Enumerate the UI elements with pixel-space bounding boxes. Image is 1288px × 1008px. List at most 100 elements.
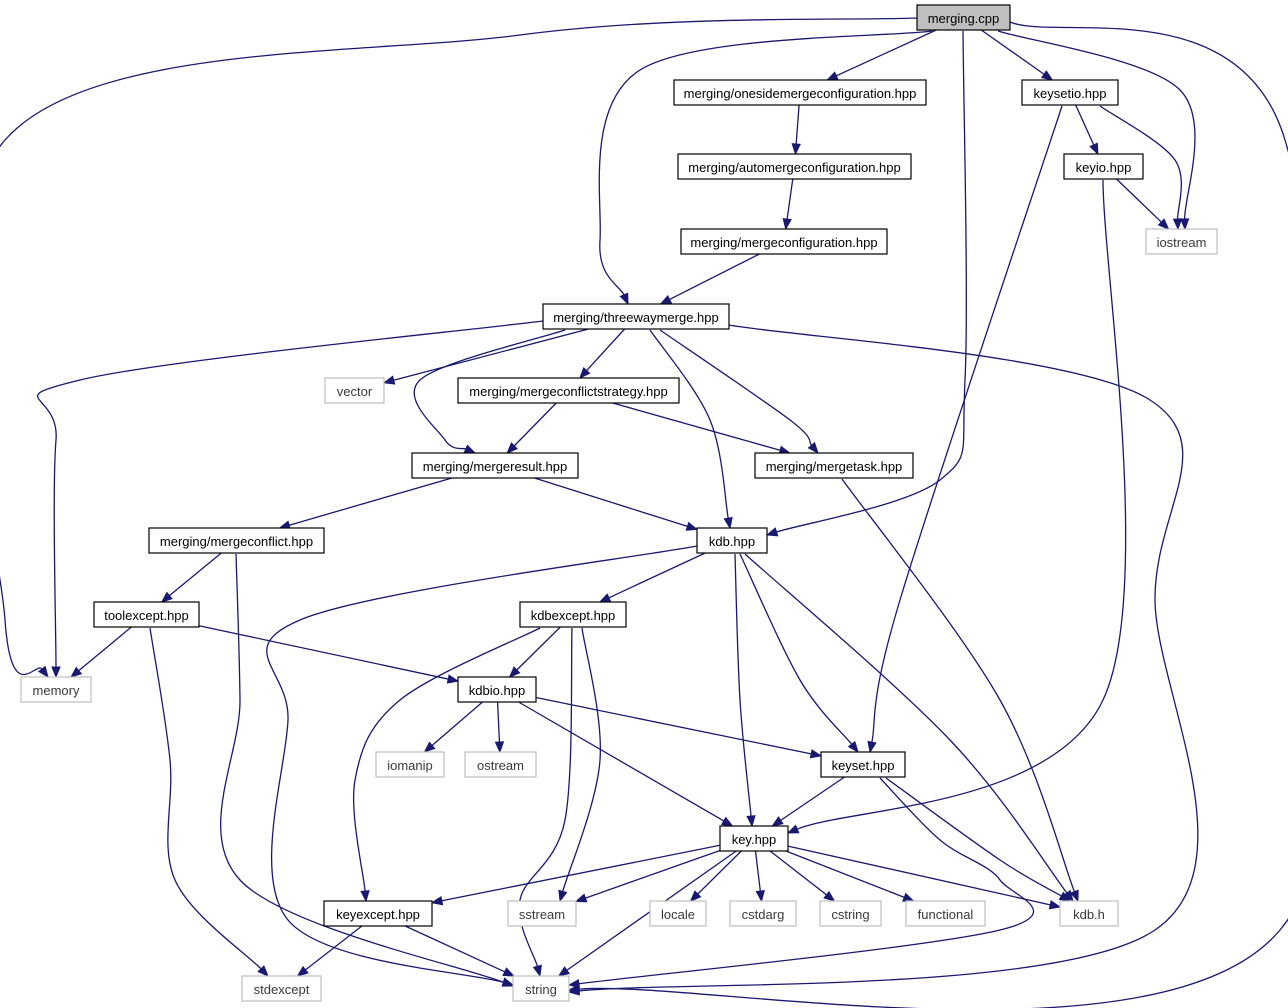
node-label: sstream (519, 907, 565, 922)
node-key[interactable]: key.hpp (719, 825, 789, 852)
node-iostream: iostream (1145, 228, 1218, 255)
node-mergeconflict[interactable]: merging/mergeconflict.hpp (148, 527, 325, 554)
arrowhead-icon (558, 889, 568, 903)
node-keyset[interactable]: keyset.hpp (820, 751, 906, 778)
arrowhead-icon (786, 824, 800, 834)
edge-keyexcept-to-stdexcept (296, 925, 363, 977)
node-keysetio[interactable]: keysetio.hpp (1021, 79, 1119, 106)
node-label: kdb.h (1073, 907, 1105, 922)
arrowhead-icon (574, 893, 588, 903)
edge-line (585, 849, 721, 899)
node-merging-cpp[interactable]: merging.cpp (916, 4, 1011, 31)
edge-kdbexcept-to-keyexcept (352, 627, 541, 903)
node-functional: functional (905, 900, 986, 927)
edge-line (534, 477, 688, 528)
edge-keyset-to-string (567, 777, 1035, 989)
arrowhead-icon (1157, 218, 1170, 230)
edge-mergetask-to-kdbh (841, 478, 1079, 903)
node-onesided[interactable]: merging/onesidemergeconfiguration.hpp (673, 79, 927, 106)
node-kdbhpp[interactable]: kdb.hpp (696, 527, 768, 554)
arrowhead-icon (567, 986, 580, 996)
edge-keysetio-to-keyset (867, 105, 1063, 754)
edge-line (885, 777, 1062, 897)
node-keyio[interactable]: keyio.hpp (1063, 153, 1144, 180)
edge-mergeconf-to-threeway (659, 253, 760, 305)
node-vector: vector (324, 377, 385, 404)
node-mergeresult[interactable]: merging/mergeresult.hpp (411, 452, 579, 479)
node-label: merging.cpp (928, 11, 1000, 26)
arrowhead-icon (685, 521, 699, 531)
edge-line (393, 328, 589, 381)
node-box (719, 825, 789, 852)
node-sstream: sstream (507, 900, 577, 927)
arrowhead-icon (557, 966, 571, 977)
node-kdbio[interactable]: kdbio.hpp (457, 676, 537, 703)
edge-merging_cpp-to-onesided (826, 29, 937, 81)
node-mergetask[interactable]: merging/mergetask.hpp (754, 452, 914, 479)
node-conflictstrategy[interactable]: merging/mergeconflictstrategy.hpp (457, 377, 680, 404)
node-label: merging/mergeconflict.hpp (160, 534, 313, 549)
node-box (677, 153, 912, 180)
edge-line (518, 701, 725, 822)
node-label: merging/automergeconfiguration.hpp (688, 160, 900, 175)
edge-line (198, 625, 449, 680)
arrowhead-icon (823, 890, 836, 902)
node-box (148, 527, 325, 554)
edge-merging_cpp-to-iostream (997, 30, 1196, 231)
node-kdbexcept[interactable]: kdbexcept.hpp (519, 601, 627, 628)
edge-keysetio-to-iostream (1099, 105, 1183, 231)
edge-line (562, 627, 602, 892)
node-box (375, 751, 445, 778)
arrowhead-icon (1040, 70, 1054, 81)
node-label: key.hpp (732, 832, 777, 847)
arrowhead-icon (807, 441, 819, 455)
node-label: iostream (1157, 235, 1207, 250)
edge-line (1099, 105, 1182, 220)
node-label: keyio.hpp (1076, 160, 1132, 175)
arrowhead-icon (423, 741, 436, 753)
node-toolexcept[interactable]: toolexcept.hpp (93, 601, 200, 628)
arrowhead-icon (463, 444, 477, 454)
edge-kdbhpp-to-kdbexcept (598, 552, 706, 603)
node-box (819, 900, 882, 927)
node-box (20, 676, 92, 703)
node-label: keyexcept.hpp (336, 907, 420, 922)
node-box (519, 601, 627, 628)
node-keyexcept[interactable]: keyexcept.hpp (323, 900, 433, 927)
node-automerge[interactable]: merging/automergeconfiguration.hpp (677, 153, 912, 180)
arrowhead-icon (826, 71, 839, 81)
arrowhead-icon (51, 666, 61, 679)
edge-kdbio-to-ostream (494, 701, 505, 754)
edge-line (734, 553, 752, 817)
edge-line (578, 324, 1199, 992)
arrowhead-icon (532, 964, 542, 978)
arrowhead-icon (37, 665, 49, 679)
node-locale: locale (649, 900, 707, 927)
node-stdexcept: stdexcept (241, 975, 322, 1002)
edge-key-to-functional (785, 850, 915, 902)
node-iomanip: iomanip (375, 751, 445, 778)
edge-line (352, 627, 541, 892)
node-label: merging/mergeconfiguration.hpp (690, 235, 877, 250)
node-label: kdb.hpp (709, 534, 755, 549)
edge-line (787, 845, 1051, 906)
arrowhead-icon (430, 896, 444, 906)
edge-line (795, 104, 800, 145)
arrowhead-icon (296, 965, 309, 977)
edge-merging_cpp-to-memory (0, 17, 918, 679)
edge-key-to-cstring (769, 850, 836, 902)
edge-line (659, 329, 813, 446)
edge-keysetio-to-keyio (1075, 104, 1099, 156)
node-box (323, 900, 433, 927)
edge-line (441, 844, 721, 902)
edge-line (586, 328, 626, 372)
node-mergeconf[interactable]: merging/mergeconfiguration.hpp (680, 228, 888, 255)
arrowhead-icon (567, 978, 581, 989)
edge-line (496, 701, 501, 743)
arrowhead-icon (902, 892, 915, 902)
arrowhead-icon (1179, 218, 1190, 231)
node-threeway[interactable]: merging/threewaymerge.hpp (542, 303, 730, 330)
arrowhead-icon (598, 593, 612, 603)
edge-kdbio-to-iomanip (423, 701, 483, 753)
